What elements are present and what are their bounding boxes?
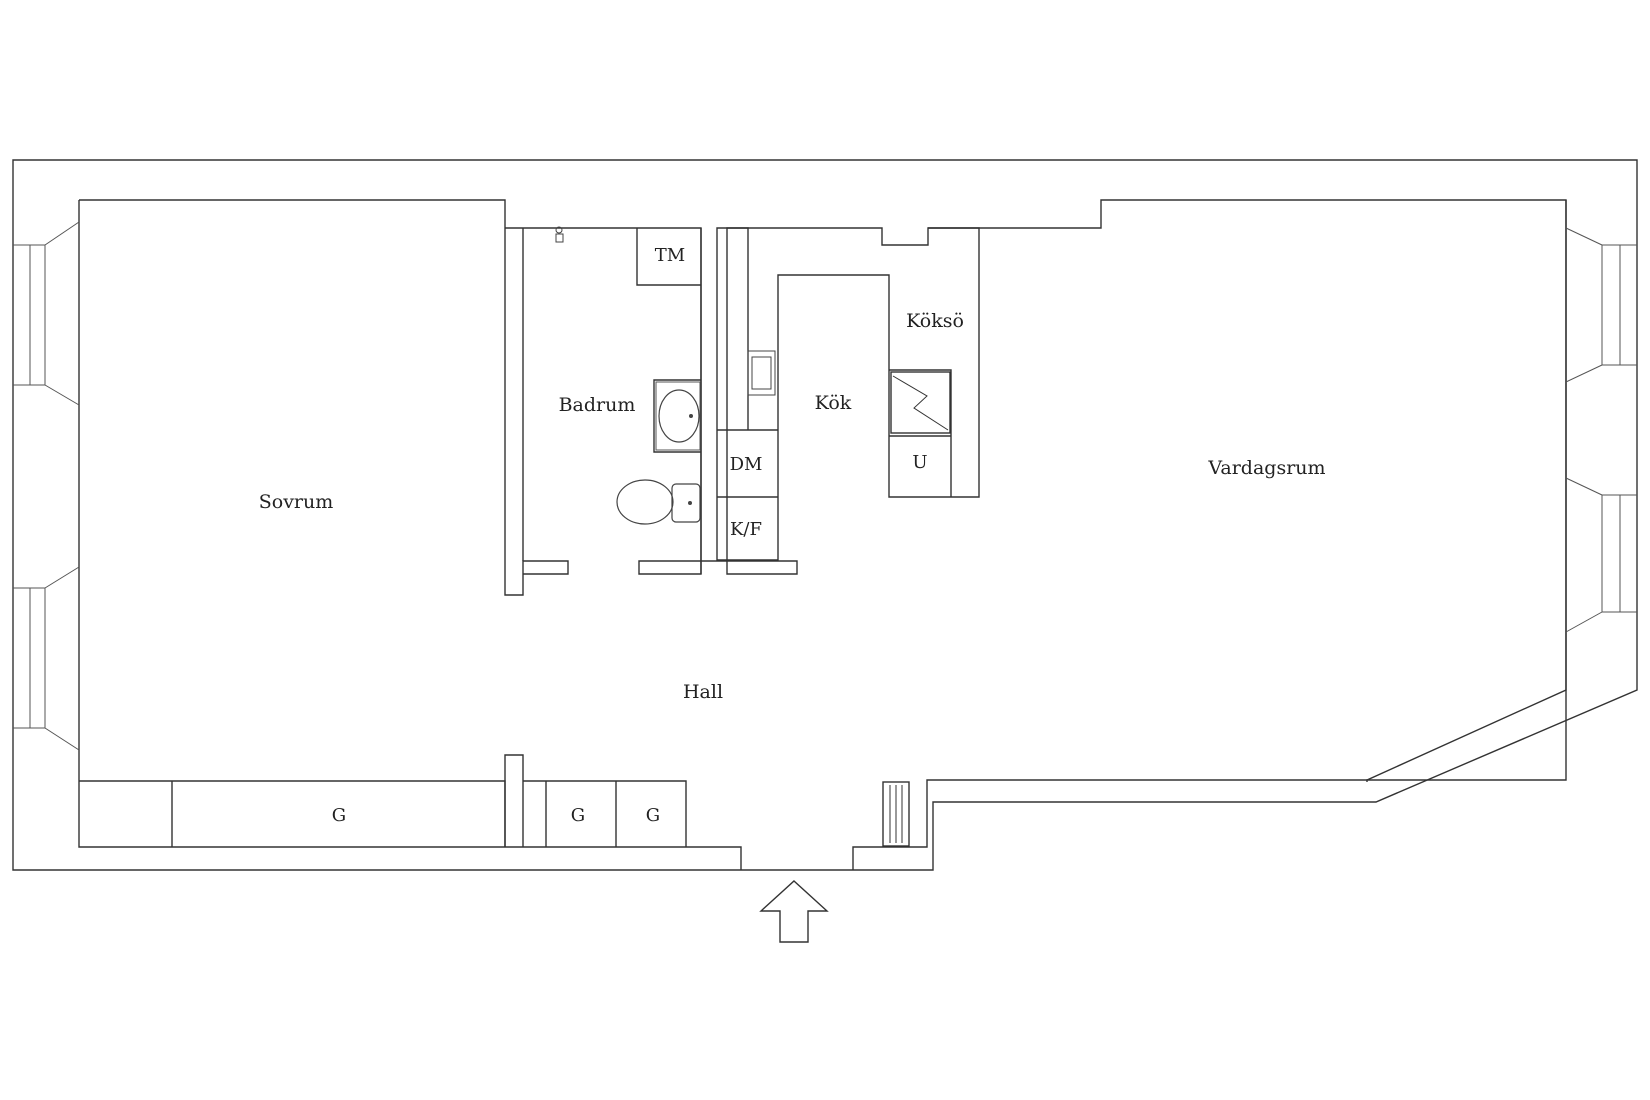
label-wardrobe-2: G	[571, 805, 585, 826]
inner-wall	[79, 199, 1567, 782]
room-label-kokso: Köksö	[906, 310, 964, 332]
label-dm: DM	[730, 454, 763, 475]
window-right-top	[1565, 227, 1637, 383]
wardrobe-right	[523, 780, 687, 847]
kitchen-walls	[716, 227, 980, 561]
label-wardrobe-1: G	[332, 805, 346, 826]
window-left-top	[13, 221, 80, 406]
room-label-kok: Kök	[815, 392, 852, 414]
label-u: U	[912, 452, 927, 473]
main-inner-outline	[78, 200, 1567, 870]
room-label-sovrum: Sovrum	[259, 491, 334, 513]
washbasin-icon	[655, 381, 701, 451]
window-right-bottom	[1565, 477, 1637, 633]
bathroom-walls	[522, 228, 702, 574]
wardrobe-left	[79, 780, 506, 847]
label-kf: K/F	[730, 519, 762, 540]
label-wardrobe-3: G	[646, 805, 660, 826]
room-label-hall: Hall	[683, 681, 723, 703]
stove-icon	[890, 371, 951, 434]
label-tm: TM	[655, 245, 685, 266]
toilet-icon	[616, 479, 701, 525]
outer-wall	[12, 159, 1638, 871]
entrance-arrow-icon	[759, 880, 829, 943]
shower-icon	[555, 226, 564, 243]
room-label-badrum: Badrum	[559, 394, 636, 416]
room-label-vardagsrum: Vardagsrum	[1207, 457, 1325, 479]
sink-icon	[747, 350, 776, 396]
window-left-bottom	[13, 566, 80, 751]
radiator-icon	[882, 781, 910, 847]
